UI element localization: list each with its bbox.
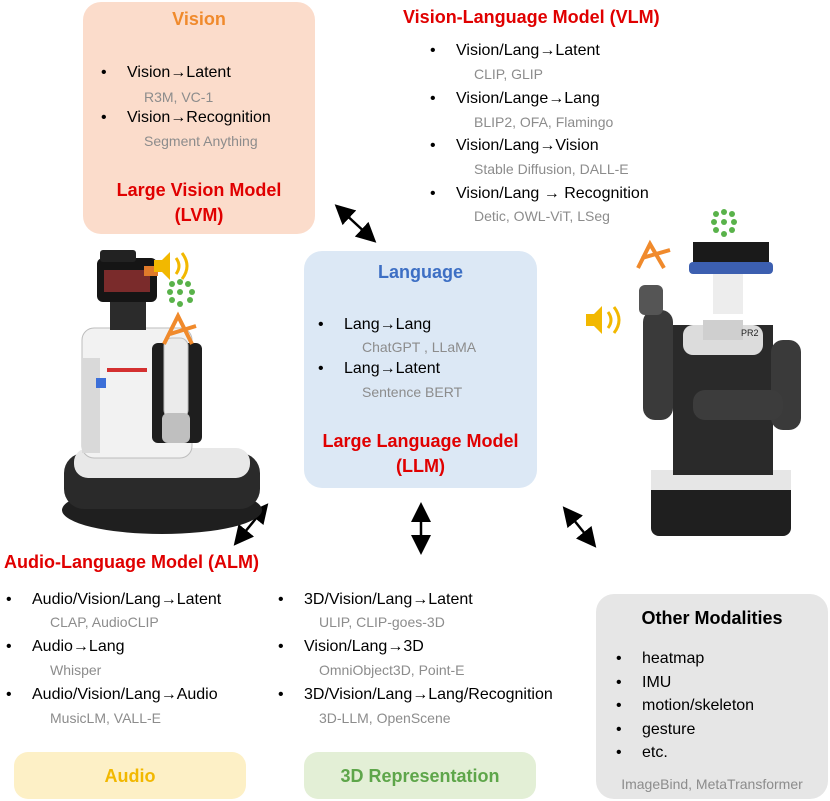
other-box bbox=[596, 594, 828, 799]
vision-item-2: •Vision→Recognition bbox=[101, 109, 271, 126]
sound-icon-left bbox=[154, 252, 189, 280]
arrow-lvm-llm bbox=[334, 204, 377, 243]
pr2-label: PR2 bbox=[741, 328, 759, 338]
vlm-item-1-examples: CLIP, GLIP bbox=[474, 66, 544, 82]
other-item-2: •IMU bbox=[616, 674, 672, 691]
vlm-item-2-examples: BLIP2, OFA, Flamingo bbox=[474, 114, 614, 130]
threed-item-2-examples: OmniObject3D, Point-E bbox=[319, 662, 465, 678]
alm-item-2: •Audio→Lang bbox=[6, 638, 125, 655]
threed-item-1: •3D/Vision/Lang→Latent bbox=[278, 591, 473, 608]
vlm-item-1: •Vision/Lang→Latent bbox=[430, 42, 600, 59]
alm-item-2-examples: Whisper bbox=[50, 662, 102, 678]
hsr-robot-illustration bbox=[62, 250, 262, 534]
other-examples: ImageBind, MetaTransformer bbox=[621, 776, 803, 792]
language-item-2-examples: Sentence BERT bbox=[362, 384, 463, 400]
audio-box bbox=[14, 752, 246, 799]
language-icon-left bbox=[162, 311, 197, 345]
vlm-title: Vision-Language Model (VLM) bbox=[403, 7, 660, 27]
arrow-llm-other bbox=[562, 506, 597, 548]
alm-item-3-examples: MusicLM, VALL-E bbox=[50, 710, 161, 726]
other-item-4: •gesture bbox=[616, 721, 696, 738]
other-item-3: •motion/skeleton bbox=[616, 697, 755, 714]
pr2-robot-illustration: PR2 bbox=[639, 242, 801, 536]
vlm-item-3: •Vision/Lang→Vision bbox=[430, 137, 599, 154]
language-item-1-examples: ChatGPT , LLaMA bbox=[362, 339, 477, 355]
threed-item-2: •Vision/Lang→3D bbox=[278, 638, 424, 655]
other-item-1: •heatmap bbox=[616, 650, 705, 667]
alm-item-1-examples: CLAP, AudioCLIP bbox=[50, 614, 159, 630]
vision-item-1-examples: R3M, VC-1 bbox=[144, 89, 214, 105]
threed-item-3: •3D/Vision/Lang→Lang/Recognition bbox=[278, 686, 553, 703]
vision-title: Vision bbox=[172, 9, 226, 29]
vision-item-2-examples: Segment Anything bbox=[144, 133, 258, 149]
alm-item-3: •Audio/Vision/Lang→Audio bbox=[6, 686, 218, 703]
vlm-item-2: •Vision/Lange→Lang bbox=[430, 90, 600, 107]
threed-box-label: 3D Representation bbox=[340, 766, 500, 786]
point-cloud-icon-right bbox=[711, 209, 737, 237]
vision-item-1: •Vision→Latent bbox=[101, 64, 231, 81]
language-title: Language bbox=[377, 262, 463, 282]
language-icon-right bbox=[636, 239, 671, 270]
threed-item-3-examples: 3D-LLM, OpenScene bbox=[319, 710, 451, 726]
llm-title-line1: Large Language Model bbox=[322, 431, 519, 451]
other-item-5: •etc. bbox=[616, 744, 668, 761]
vlm-item-4: •Vision/Lang → Recognition bbox=[430, 185, 649, 202]
vision-box bbox=[83, 2, 315, 234]
alm-item-1: •Audio/Vision/Lang→Latent bbox=[6, 591, 222, 608]
point-cloud-icon-left bbox=[167, 279, 195, 307]
language-box bbox=[304, 251, 537, 488]
other-title: Other Modalities bbox=[641, 608, 783, 628]
threed-item-1-examples: ULIP, CLIP-goes-3D bbox=[319, 614, 445, 630]
audio-box-label: Audio bbox=[104, 766, 156, 786]
vlm-item-4-examples: Detic, OWL-ViT, LSeg bbox=[474, 208, 610, 224]
vlm-item-3-examples: Stable Diffusion, DALL-E bbox=[474, 161, 629, 177]
language-item-2: •Lang→Latent bbox=[318, 360, 441, 377]
alm-title: Audio-Language Model (ALM) bbox=[4, 552, 259, 572]
llm-title-line2: (LLM) bbox=[396, 456, 445, 476]
sound-icon-right bbox=[586, 306, 621, 334]
lvm-title-line1: Large Vision Model bbox=[116, 180, 282, 200]
language-item-1: •Lang→Lang bbox=[318, 316, 432, 333]
threed-box bbox=[304, 752, 536, 799]
lvm-title-line2: (LVM) bbox=[174, 205, 224, 225]
